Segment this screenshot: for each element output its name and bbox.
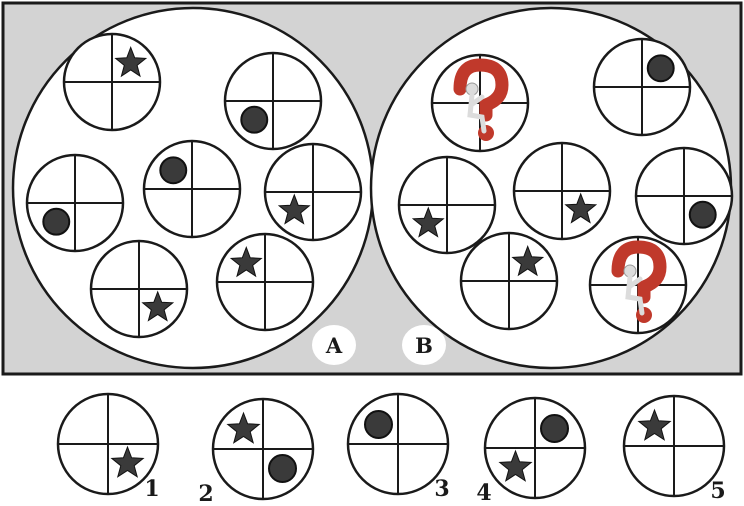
dot-icon	[43, 209, 69, 235]
answer-option[interactable]: 3	[348, 394, 450, 502]
panel-a-cell	[144, 141, 240, 237]
answer-option-label: 4	[476, 480, 491, 506]
answer-option-label: 3	[434, 476, 449, 502]
panel-b-cell	[461, 233, 557, 329]
panel-a-cell	[265, 144, 361, 240]
answer-option[interactable]: 2	[198, 399, 313, 506]
panel-b-cell	[399, 157, 495, 253]
panel-b-cell	[636, 148, 732, 244]
dot-icon	[541, 415, 568, 442]
answer-option-circle	[485, 398, 585, 498]
dot-icon	[365, 411, 392, 438]
panel-a-cell	[91, 241, 187, 337]
dot-icon	[648, 55, 674, 81]
answer-option[interactable]: 5	[624, 396, 726, 504]
answer-option-circle	[213, 399, 313, 499]
panel-a-cell	[27, 155, 123, 251]
answer-option[interactable]: 1	[58, 394, 160, 502]
panel-b-cell	[514, 143, 610, 239]
panel-a-cell	[225, 53, 321, 149]
answer-option[interactable]: 4	[476, 398, 585, 506]
dot-icon	[269, 455, 296, 482]
answer-option-label: 1	[144, 476, 159, 502]
panel-b-unknown-cell	[590, 237, 686, 333]
panel-b-label: B	[415, 333, 433, 358]
panel-b-unknown-cell	[432, 55, 528, 151]
panel-b-cell	[594, 39, 690, 135]
answer-option-label: 5	[710, 478, 725, 504]
answer-options: 1 2 3 4 5	[58, 394, 726, 506]
panel-a-cell	[217, 234, 313, 330]
dot-icon	[241, 107, 267, 133]
answer-option-circle	[348, 394, 448, 494]
panel-a-label: A	[325, 333, 343, 358]
dot-icon	[690, 202, 716, 228]
panel-a-cell	[64, 34, 160, 130]
panel-a: A	[13, 8, 373, 368]
answer-option-circle	[624, 396, 724, 496]
dot-icon	[160, 157, 186, 183]
answer-option-label: 2	[198, 481, 213, 506]
panel-b: B	[371, 8, 732, 368]
answer-option-circle	[58, 394, 158, 494]
